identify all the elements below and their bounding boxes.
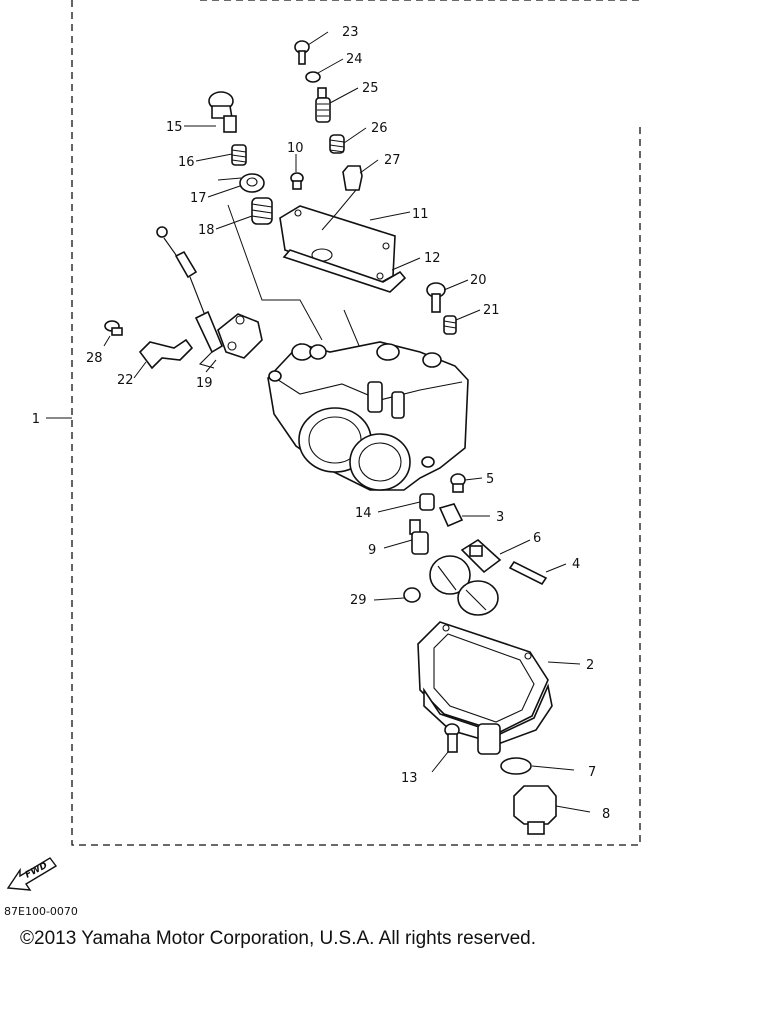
callout-14: 14 <box>355 506 372 521</box>
callout-21: 21 <box>483 303 500 318</box>
fwd-arrow-icon: FWD <box>6 857 58 891</box>
callout-18: 18 <box>198 223 215 238</box>
callout-16: 16 <box>178 155 195 170</box>
callout-7: 7 <box>588 765 596 780</box>
assembly-boundary <box>71 0 641 846</box>
part-10-screw <box>290 172 304 190</box>
callout-17: 17 <box>190 191 207 206</box>
carburetor-body <box>267 341 469 491</box>
callout-11: 11 <box>412 207 429 222</box>
diagram-code: 87E100-0070 <box>4 905 78 918</box>
callout-28: 28 <box>86 351 103 366</box>
part-20-screw <box>426 282 446 313</box>
callout-1: 1 <box>32 412 40 427</box>
callout-labels: 1 2 3 4 5 6 7 8 9 10 11 12 13 14 15 16 1… <box>32 25 611 822</box>
part-14-jet <box>419 493 435 511</box>
part-16-spring <box>231 144 247 166</box>
part-26-spring <box>329 134 345 154</box>
callout-2: 2 <box>586 658 594 673</box>
part-9-needle-jet <box>409 519 429 555</box>
callout-5: 5 <box>486 472 494 487</box>
part-19-cable-assembly <box>156 226 263 369</box>
callout-25: 25 <box>362 81 379 96</box>
callout-20: 20 <box>470 273 487 288</box>
part-23-screw <box>294 40 310 65</box>
part-13-screw <box>444 723 460 753</box>
part-28-screw <box>104 320 123 336</box>
copyright-notice: ©2013 Yamaha Motor Corporation, U.S.A. A… <box>20 928 536 949</box>
callout-9: 9 <box>368 543 376 558</box>
part-7-o-ring <box>500 757 532 775</box>
callout-12: 12 <box>424 251 441 266</box>
part-2-float-bowl <box>417 621 553 755</box>
callout-24: 24 <box>346 52 363 67</box>
callout-23: 23 <box>342 25 359 40</box>
part-21-spring <box>443 315 457 335</box>
part-6-float <box>429 539 502 616</box>
callout-26: 26 <box>371 121 388 136</box>
part-22-bracket <box>138 338 194 370</box>
part-8-drain-plug <box>513 785 557 835</box>
callout-8: 8 <box>602 807 610 822</box>
part-5-screw <box>450 473 466 493</box>
callout-27: 27 <box>384 153 401 168</box>
part-4-pin <box>508 560 548 586</box>
part-15-screw <box>208 91 237 133</box>
callout-10: 10 <box>287 141 304 156</box>
part-27-plug <box>342 165 363 191</box>
callout-13: 13 <box>401 771 418 786</box>
part-12-gasket <box>282 249 407 293</box>
callout-29: 29 <box>350 593 367 608</box>
part-29-ball <box>403 587 421 603</box>
part-25-pilot-jet <box>315 87 331 123</box>
callout-3: 3 <box>496 510 504 525</box>
part-3-plate <box>438 503 464 528</box>
callout-19: 19 <box>196 376 213 391</box>
part-18-spring <box>251 197 273 225</box>
callout-6: 6 <box>533 531 541 546</box>
callout-4: 4 <box>572 557 580 572</box>
part-17-holder <box>239 173 265 193</box>
callout-22: 22 <box>117 373 134 388</box>
part-24-washer <box>305 71 321 83</box>
callout-15: 15 <box>166 120 183 135</box>
